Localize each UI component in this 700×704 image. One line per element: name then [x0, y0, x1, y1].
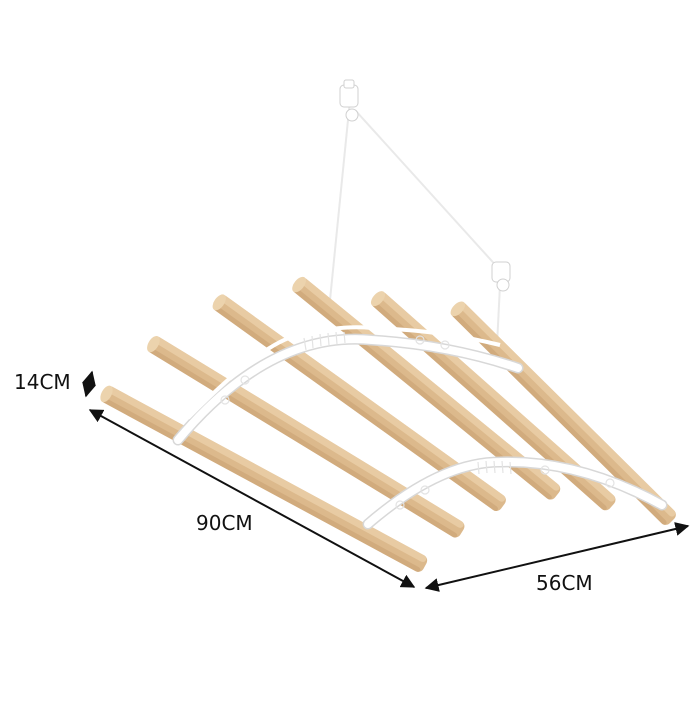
height-dimension-label: 14CM: [14, 370, 71, 394]
length-arrow: [88, 409, 416, 588]
dimension-arrows: [82, 370, 690, 592]
width-dimension-label: 56CM: [536, 571, 593, 595]
wooden-slat: [370, 291, 616, 511]
pulley-icon: [339, 79, 359, 122]
width-arrow: [424, 522, 690, 592]
height-arrow: [82, 370, 96, 398]
support-bracket-near: [172, 325, 524, 446]
length-dimension-label: 90CM: [196, 511, 253, 535]
pulley-icon: [491, 261, 511, 292]
rope-system: [329, 79, 511, 346]
